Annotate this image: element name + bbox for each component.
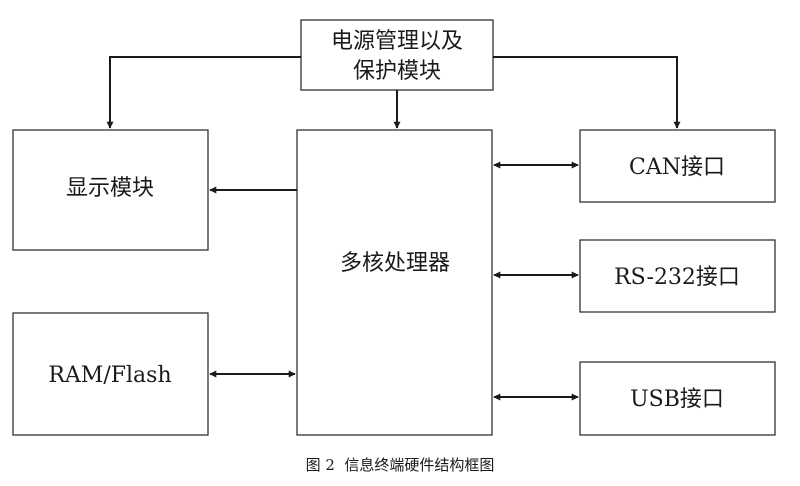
rs232-interface-box bbox=[579, 239, 776, 313]
power-to-display-arrow bbox=[106, 56, 301, 129]
can-interface-node: CAN接口 bbox=[579, 129, 776, 203]
display-module-label: 显示模块 bbox=[66, 176, 154, 201]
processor-box bbox=[296, 129, 493, 436]
processor-label: 多核处理器 bbox=[340, 251, 450, 276]
power-module-label-line1: 电源管理以及 bbox=[331, 29, 463, 54]
power-module-label-line2: 保护模块 bbox=[353, 59, 441, 84]
display-module-box bbox=[12, 129, 209, 251]
usb-interface-node: USB接口 bbox=[579, 361, 776, 436]
power-module-node: 电源管理以及 保护模块 bbox=[300, 19, 494, 91]
rs232-interface-node: RS-232接口 bbox=[579, 239, 776, 313]
usb-interface-label: USB接口 bbox=[630, 387, 724, 412]
rs232-interface-label: RS-232接口 bbox=[614, 265, 740, 290]
memory-node: RAM/Flash bbox=[12, 312, 209, 436]
figure-caption: 图 2 信息终端硬件结构框图 bbox=[306, 456, 495, 474]
memory-label: RAM/Flash bbox=[48, 363, 171, 388]
power-to-can-arrow bbox=[493, 56, 681, 129]
usb-interface-box bbox=[579, 361, 776, 436]
processor-node: 多核处理器 bbox=[296, 129, 493, 436]
can-interface-label: CAN接口 bbox=[629, 155, 725, 180]
power-module-box bbox=[300, 19, 494, 91]
memory-box bbox=[12, 312, 209, 436]
can-interface-box bbox=[579, 129, 776, 203]
display-module-node: 显示模块 bbox=[12, 129, 209, 251]
